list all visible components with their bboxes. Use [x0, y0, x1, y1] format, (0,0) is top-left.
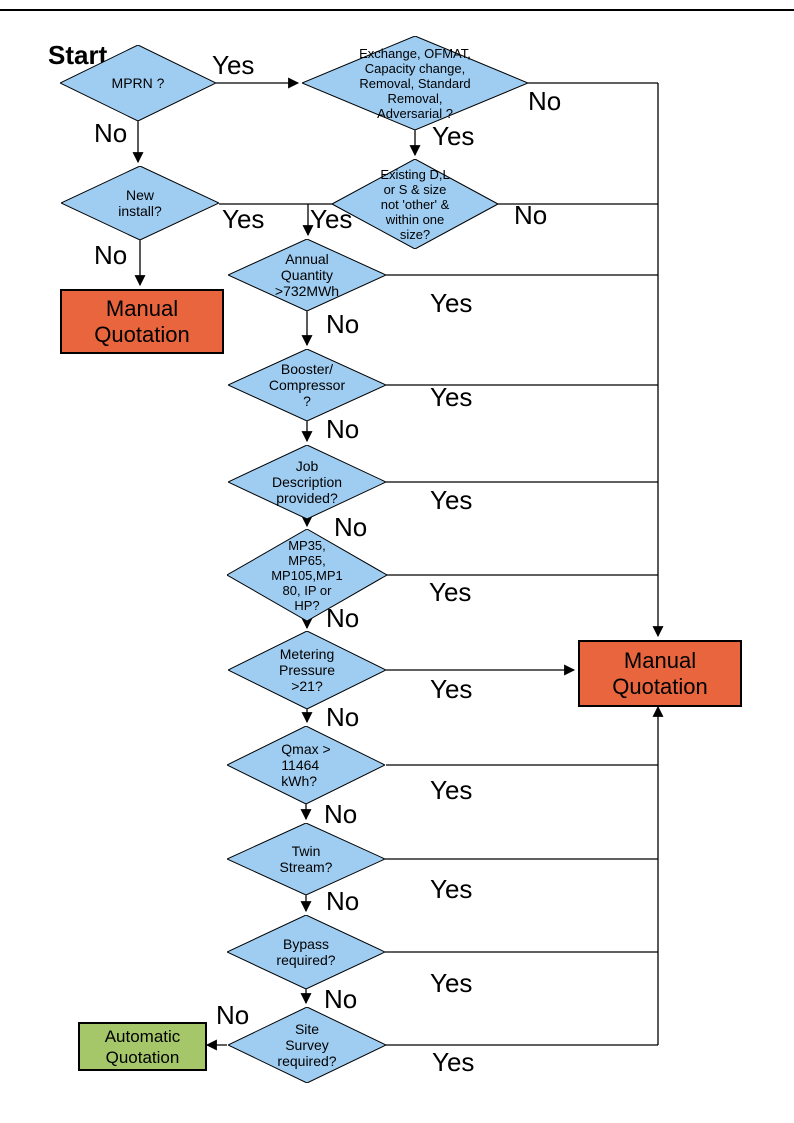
- diamond-shape: [228, 349, 386, 421]
- decision-annual-quantity-label: Annual Quantity >732MWh: [274, 251, 340, 299]
- decision-job-description: Job Description provided?: [228, 445, 386, 519]
- diamond-shape: [227, 823, 385, 895]
- diamond-shape: [227, 529, 387, 621]
- decision-site-survey: Site Survey required?: [228, 1007, 386, 1083]
- decision-exchange: Exchange, OFMAT, Capacity change, Remova…: [302, 36, 528, 130]
- decision-site-survey-label: Site Survey required?: [277, 1021, 337, 1069]
- edge-label-mp-tier-yes: Yes: [429, 577, 472, 607]
- edge-label-mprn-yes: Yes: [212, 50, 255, 80]
- decision-metering-pressure: Metering Pressure >21?: [228, 631, 386, 709]
- edge-label-site-yes: Yes: [432, 1047, 475, 1077]
- decision-new-install-label: New install?: [118, 187, 162, 219]
- edge-label-job-no: No: [334, 512, 368, 542]
- decision-qmax: Qmax > 11464 kWh?: [227, 726, 385, 804]
- terminal-automatic-quotation: Automatic Quotation: [78, 1022, 207, 1071]
- diamond-shape: [61, 166, 219, 240]
- decision-twin-stream-label: Twin Stream?: [279, 843, 333, 875]
- edge-label-exchange-no: No: [528, 86, 562, 116]
- diamond-shape: [228, 631, 386, 709]
- edge-label-metering-no: No: [326, 702, 360, 732]
- decision-existing-size: Existing D,L or S & size not 'other' & w…: [332, 159, 498, 249]
- edge-label-site-no: No: [216, 1000, 250, 1030]
- decision-job-description-label: Job Description provided?: [271, 458, 343, 506]
- edge-label-qmax-yes: Yes: [430, 775, 473, 805]
- edge-label-mp-tier-no: No: [326, 603, 360, 633]
- decision-mp-tier-label: MP35, MP65, MP105,MP1 80, IP or HP?: [271, 537, 343, 613]
- edge-label-mprn-no: No: [94, 118, 128, 148]
- diamond-shape: [302, 36, 528, 130]
- diamond-shape: [228, 1007, 386, 1083]
- diamond-shape: [228, 445, 386, 519]
- diamond-shape: [228, 239, 386, 311]
- decision-mprn: MPRN ?: [60, 45, 216, 121]
- decision-metering-pressure-label: Metering Pressure >21?: [278, 646, 336, 694]
- decision-mprn-label: MPRN ?: [111, 75, 165, 91]
- decision-booster-label: Booster/ Compressor ?: [268, 361, 346, 409]
- decision-bypass: Bypass required?: [227, 915, 385, 989]
- terminal-manual-quotation-right: Manual Quotation: [578, 640, 742, 707]
- decision-qmax-label: Qmax > 11464 kWh?: [281, 741, 331, 789]
- diamond-shape: [60, 45, 216, 121]
- decision-annual-quantity: Annual Quantity >732MWh: [228, 239, 386, 311]
- decision-new-install: New install?: [61, 166, 219, 240]
- edge-label-new-install-no: No: [94, 240, 128, 270]
- diamond-shape: [227, 915, 385, 989]
- edge-label-annual-no: No: [326, 309, 360, 339]
- edge-label-twin-no: No: [326, 886, 360, 916]
- decision-booster: Booster/ Compressor ?: [228, 349, 386, 421]
- edge-label-qmax-no: No: [324, 799, 358, 829]
- edge-label-job-yes: Yes: [430, 485, 473, 515]
- decision-mp-tier: MP35, MP65, MP105,MP1 80, IP or HP?: [227, 529, 387, 621]
- edge-label-booster-no: No: [326, 414, 360, 444]
- edge-label-new-install-yes: Yes: [222, 204, 265, 234]
- edge-label-booster-yes: Yes: [430, 382, 473, 412]
- edge-label-bypass-no: No: [324, 984, 358, 1014]
- edge-label-annual-yes: Yes: [430, 288, 473, 318]
- decision-exchange-label: Exchange, OFMAT, Capacity change, Remova…: [359, 45, 471, 121]
- terminal-manual-quotation-left: Manual Quotation: [60, 289, 224, 354]
- edge-label-bypass-yes: Yes: [430, 968, 473, 998]
- decision-twin-stream: Twin Stream?: [227, 823, 385, 895]
- decision-bypass-label: Bypass required?: [276, 936, 336, 968]
- edge-label-exchange-yes: Yes: [432, 121, 475, 151]
- edge-label-existing-yes: Yes: [310, 204, 353, 234]
- edge-label-metering-yes: Yes: [430, 674, 473, 704]
- decision-existing-size-label: Existing D,L or S & size not 'other' & w…: [380, 166, 450, 242]
- edge-label-twin-yes: Yes: [430, 874, 473, 904]
- edge-label-existing-no: No: [514, 200, 548, 230]
- diamond-shape: [332, 159, 498, 249]
- diamond-shape: [227, 726, 385, 804]
